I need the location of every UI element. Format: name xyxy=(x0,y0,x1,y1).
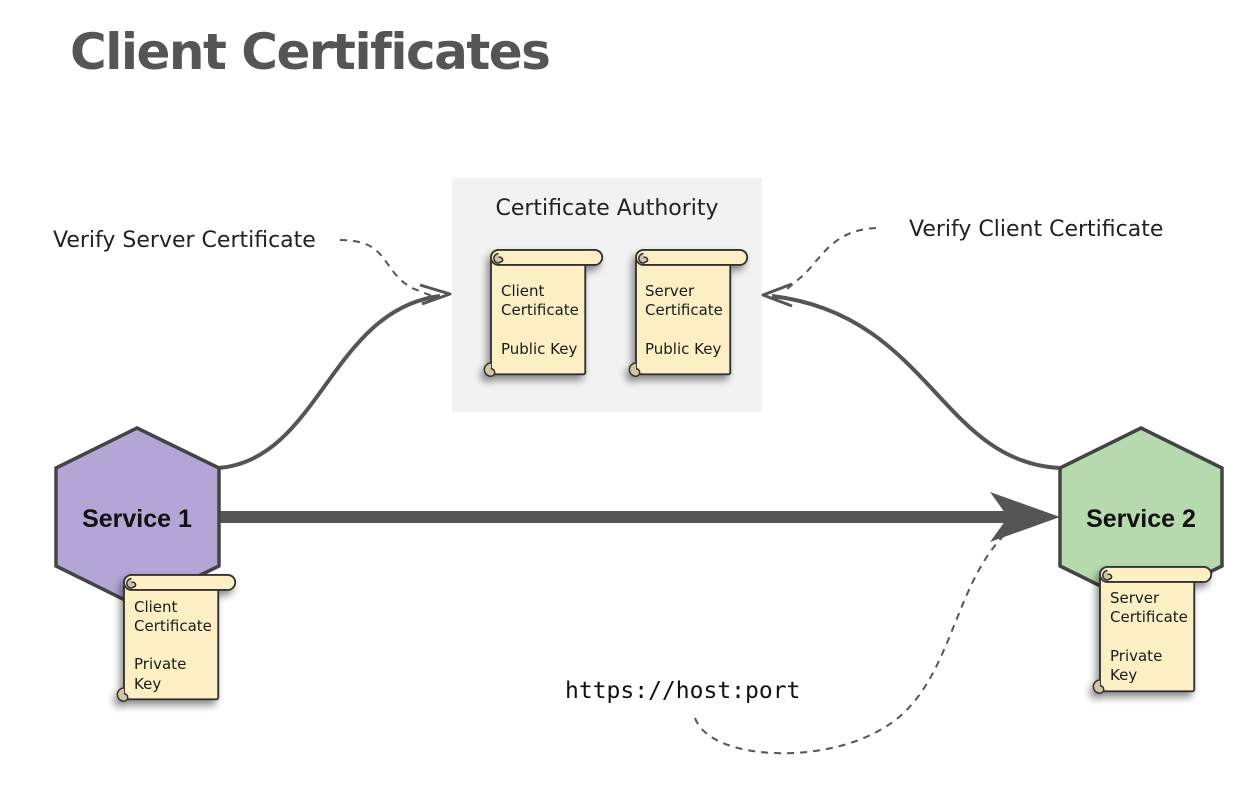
service2-label: Service 2 xyxy=(1086,505,1196,533)
ca-server-cert-line3: Public Key xyxy=(645,340,721,358)
service2-cert-line1: Server xyxy=(1110,589,1160,607)
ca-client-cert-line1: Client xyxy=(501,282,545,300)
page-title: Client Certificates xyxy=(70,23,549,81)
service1-to-service2-arrow xyxy=(220,492,1060,542)
service2-cert-line2: Certificate xyxy=(1110,608,1188,626)
url-label: https://host:port xyxy=(565,678,800,704)
url-dashed-curve xyxy=(694,527,1013,755)
service1-cert-line4: Key xyxy=(134,675,161,693)
ca-client-cert-line2: Certificate xyxy=(501,301,579,319)
service1-to-ca-arrow xyxy=(217,283,452,470)
service1-label: Service 1 xyxy=(82,505,192,533)
ca-server-cert-line1: Server xyxy=(645,282,695,300)
verify-client-dashed-curve xyxy=(785,227,877,291)
service1-cert-line1: Client xyxy=(134,598,178,616)
service2-to-ca-arrow xyxy=(761,282,1061,470)
service2-cert-line3: Private xyxy=(1110,647,1162,665)
verify-client-label: Verify Client Certificate xyxy=(909,217,1163,242)
ca-server-certificate: Server Certificate Public Key xyxy=(628,248,749,378)
ca-client-cert-line3: Public Key xyxy=(501,340,577,358)
service1-cert-line3: Private xyxy=(134,655,186,673)
service1-certificate: Client Certificate Private Key xyxy=(116,573,237,703)
service2-certificate: Server Certificate Private Key xyxy=(1092,565,1213,695)
verify-server-label: Verify Server Certificate xyxy=(53,228,316,253)
certificate-authority: Certificate Authority Client Certificate… xyxy=(452,178,762,412)
ca-title: Certificate Authority xyxy=(495,196,718,221)
service-2: Service 2 xyxy=(1058,426,1224,608)
service2-cert-line4: Key xyxy=(1110,666,1137,684)
ca-client-certificate: Client Certificate Public Key xyxy=(483,248,604,378)
service1-cert-line2: Certificate xyxy=(134,617,212,635)
ca-server-cert-line2: Certificate xyxy=(645,301,723,319)
verify-server-dashed-curve xyxy=(339,239,433,297)
